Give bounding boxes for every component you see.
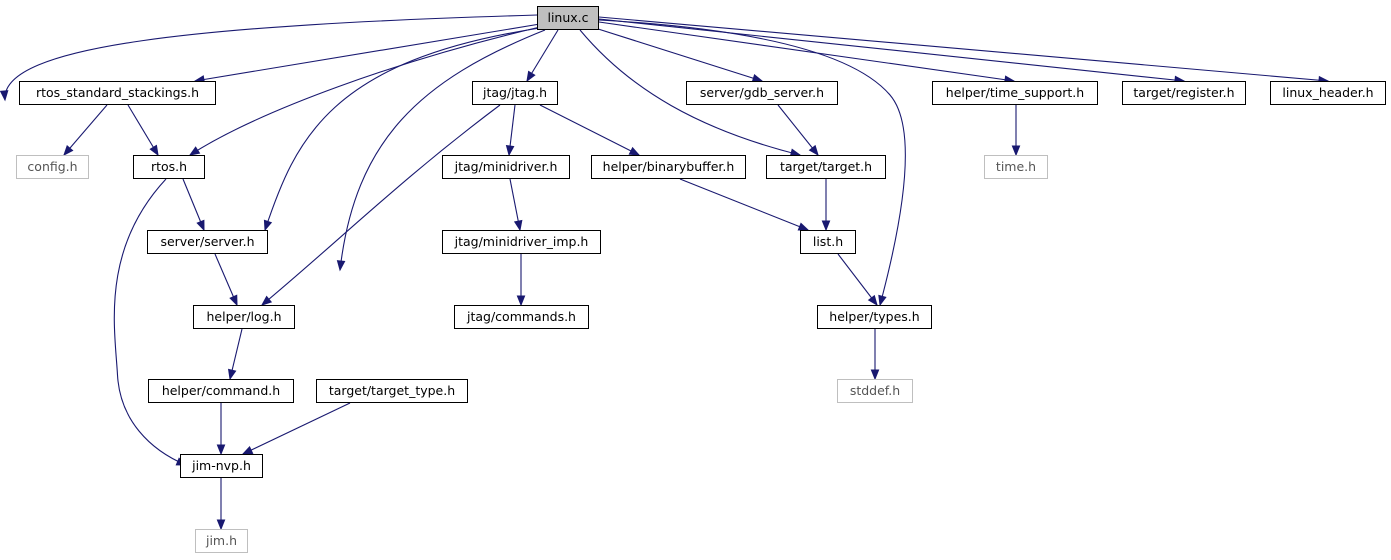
node-jtag-jtag-h[interactable]: jtag/jtag.h bbox=[472, 81, 558, 105]
arrowhead-jtag-minidriver-h-to-jtag-minidriver-imp-h bbox=[513, 219, 523, 232]
arrowhead-helper-types-h-to-stddef-h bbox=[870, 369, 880, 381]
arrowhead-helper-log-h-to-helper-command-h bbox=[227, 368, 237, 381]
arrowhead-rtos-standard-stackings-h-to-config-h bbox=[63, 144, 74, 157]
edge-jtag-jtag-h-to-helper-log-h bbox=[261, 104, 501, 306]
arrowhead-jtag-jtag-h-to-jtag-minidriver-h bbox=[505, 145, 515, 157]
arrowhead-jtag-jtag-h-to-helper-log-h bbox=[260, 295, 273, 306]
node-list-h[interactable]: list.h bbox=[800, 230, 856, 254]
arrowhead-rtos-standard-stackings-h-to-rtos-h bbox=[149, 144, 159, 157]
edge-rtos-h-to-jim-nvp-h bbox=[113, 178, 187, 466]
edge-rtos-standard-stackings-h-to-config-h bbox=[63, 104, 108, 156]
node-jim-nvp-h[interactable]: jim-nvp.h bbox=[180, 454, 263, 478]
arrowhead-target-target-h-to-list-h bbox=[821, 220, 831, 232]
edge-rtos-standard-stackings-h-to-rtos-h bbox=[127, 104, 159, 156]
node-stddef-h: stddef.h bbox=[837, 379, 913, 403]
edge-linux-c-to-linux-header-h bbox=[598, 16, 1329, 82]
node-linux-c: linux.c bbox=[537, 6, 599, 30]
edge-linux-c-to-rtos-h bbox=[189, 26, 541, 156]
node-helper-binarybuffer-h[interactable]: helper/binarybuffer.h bbox=[591, 155, 746, 179]
edge-linux-c-to-target-target-type-h bbox=[339, 29, 546, 271]
arrowhead-linux-c-to-config-h bbox=[0, 90, 9, 102]
arrowhead-linux-c-to-jtag-jtag-h bbox=[526, 70, 536, 83]
node-config-h: config.h bbox=[16, 155, 89, 179]
edge-linux-c-to-target-register-h bbox=[598, 18, 1185, 82]
node-jtag-minidriver-imp-h[interactable]: jtag/minidriver_imp.h bbox=[442, 230, 601, 254]
node-rtos-standard-stackings-h[interactable]: rtos_standard_stackings.h bbox=[19, 81, 216, 105]
arrowhead-jim-nvp-h-to-jim-h bbox=[216, 519, 226, 531]
edge-linux-c-to-target-target-h bbox=[579, 29, 801, 156]
edge-list-h-to-helper-types-h bbox=[837, 253, 878, 306]
edge-linux-c-to-config-h bbox=[4, 14, 538, 101]
arrowhead-linux-c-to-helper-log-h bbox=[263, 219, 273, 232]
edge-jtag-jtag-h-to-helper-binarybuffer-h bbox=[539, 104, 640, 156]
edge-target-target-type-h-to-jim-nvp-h bbox=[242, 402, 351, 455]
node-server-server-h[interactable]: server/server.h bbox=[147, 230, 268, 254]
node-helper-types-h[interactable]: helper/types.h bbox=[817, 305, 932, 329]
edge-layer bbox=[0, 14, 1330, 531]
edge-helper-binarybuffer-h-to-list-h bbox=[679, 178, 809, 231]
node-jim-h: jim.h bbox=[195, 529, 248, 553]
node-helper-command-h[interactable]: helper/command.h bbox=[148, 379, 294, 403]
node-server-gdb-server-h[interactable]: server/gdb_server.h bbox=[686, 81, 838, 105]
node-linux-header-h[interactable]: linux_header.h bbox=[1270, 81, 1386, 105]
arrowhead-list-h-to-helper-types-h bbox=[867, 294, 878, 307]
edge-linux-c-to-helper-time-support-h bbox=[598, 21, 1015, 82]
arrowhead-target-target-type-h-to-jim-nvp-h bbox=[241, 445, 254, 455]
edge-linux-c-to-rtos-standard-stackings-h bbox=[194, 23, 541, 82]
edge-linux-c-to-helper-log-h bbox=[264, 27, 541, 231]
edge-linux-c-to-jtag-jtag-h bbox=[526, 29, 559, 82]
arrowhead-linux-c-to-rtos-h bbox=[188, 146, 201, 156]
edge-linux-c-to-server-gdb-server-h bbox=[594, 27, 763, 82]
node-target-register-h[interactable]: target/register.h bbox=[1122, 81, 1246, 105]
arrowhead-server-gdb-server-h-to-target-target-h bbox=[808, 144, 819, 157]
arrowhead-rtos-h-to-server-server-h bbox=[196, 219, 205, 232]
node-rtos-h[interactable]: rtos.h bbox=[133, 155, 205, 179]
node-jtag-minidriver-h[interactable]: jtag/minidriver.h bbox=[442, 155, 570, 179]
edge-server-gdb-server-h-to-target-target-h bbox=[777, 104, 819, 156]
node-helper-log-h[interactable]: helper/log.h bbox=[193, 305, 295, 329]
arrowhead-jtag-minidriver-imp-h-to-jtag-commands-h bbox=[516, 295, 526, 307]
node-target-target-h[interactable]: target/target.h bbox=[766, 155, 886, 179]
node-time-h: time.h bbox=[984, 155, 1048, 179]
arrowhead-linux-c-to-helper-types-h bbox=[878, 294, 887, 307]
arrowhead-helper-time-support-h-to-time-h bbox=[1011, 145, 1021, 157]
node-jtag-commands-h[interactable]: jtag/commands.h bbox=[454, 305, 589, 329]
arrowhead-linux-c-to-target-target-type-h bbox=[336, 260, 346, 272]
node-helper-time-support-h[interactable]: helper/time_support.h bbox=[932, 81, 1098, 105]
arrowhead-server-server-h-to-helper-log-h bbox=[229, 294, 238, 307]
node-target-target-type-h[interactable]: target/target_type.h bbox=[316, 379, 468, 403]
arrowhead-helper-binarybuffer-h-to-list-h bbox=[797, 222, 810, 231]
arrowhead-helper-command-h-to-jim-nvp-h bbox=[216, 444, 226, 456]
arrowhead-jtag-jtag-h-to-helper-binarybuffer-h bbox=[628, 146, 641, 156]
